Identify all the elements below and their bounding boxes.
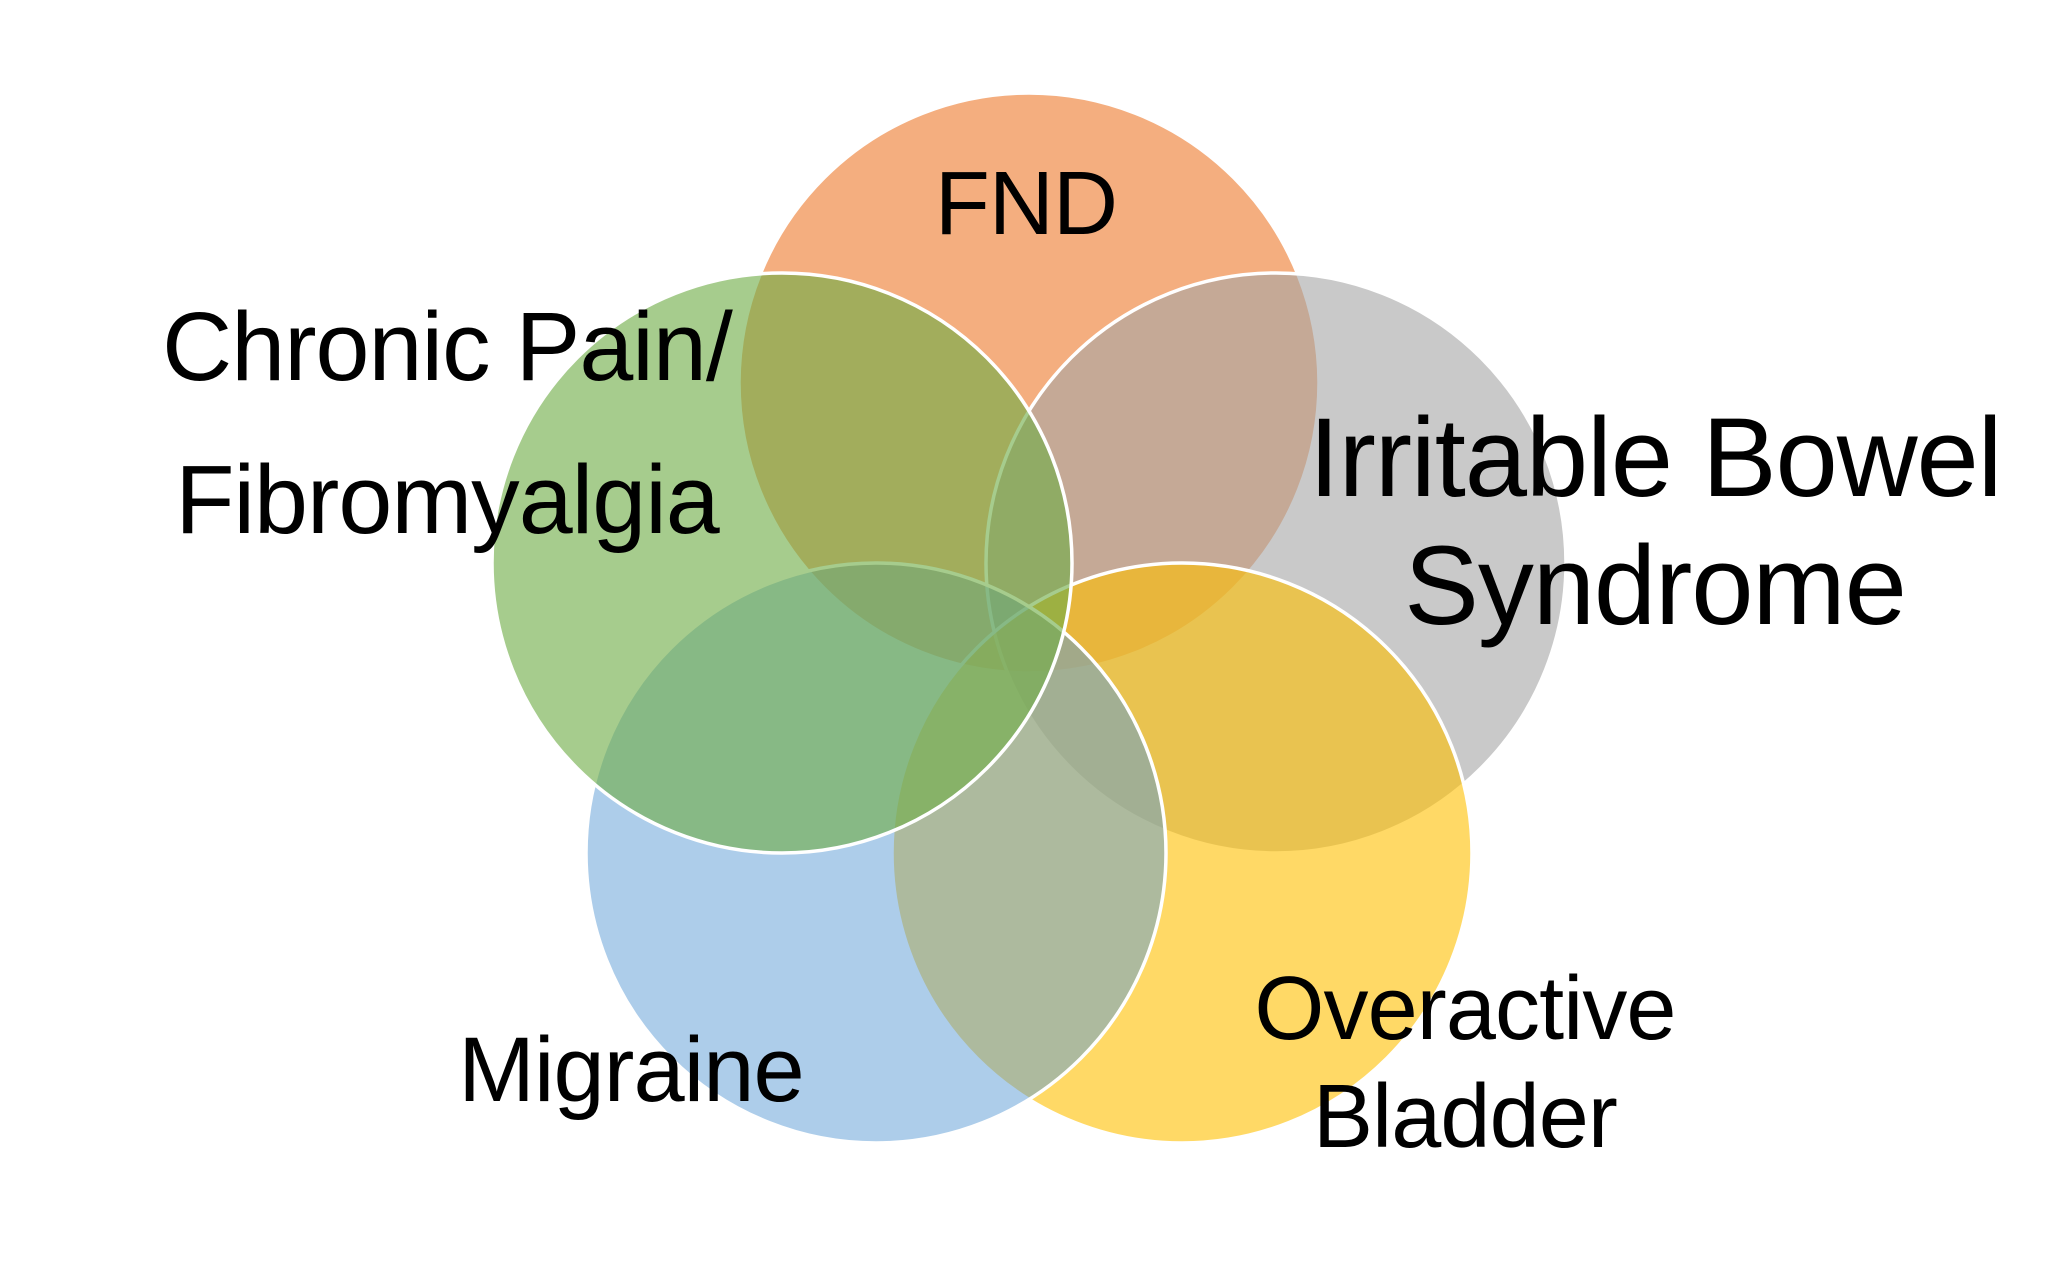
set-label-cpf: Chronic Pain/Fibromyalgia (162, 270, 733, 577)
set-label-migraine: Migraine (458, 1015, 804, 1125)
set-label-line: Chronic Pain/ (162, 292, 733, 401)
set-label-line: Irritable Bowel (1308, 395, 2003, 520)
set-label-line: Overactive (1254, 959, 1676, 1059)
set-label-line: Fibromyalgia (175, 445, 720, 555)
set-label-line: FND (934, 154, 1118, 254)
set-label-line: Bladder (1313, 1067, 1618, 1167)
set-label-fnd: FND (934, 150, 1118, 258)
set-label-line: Syndrome (1404, 522, 1907, 648)
set-label-line: Migraine (458, 1019, 804, 1121)
venn-circle-cpf (490, 271, 1074, 855)
